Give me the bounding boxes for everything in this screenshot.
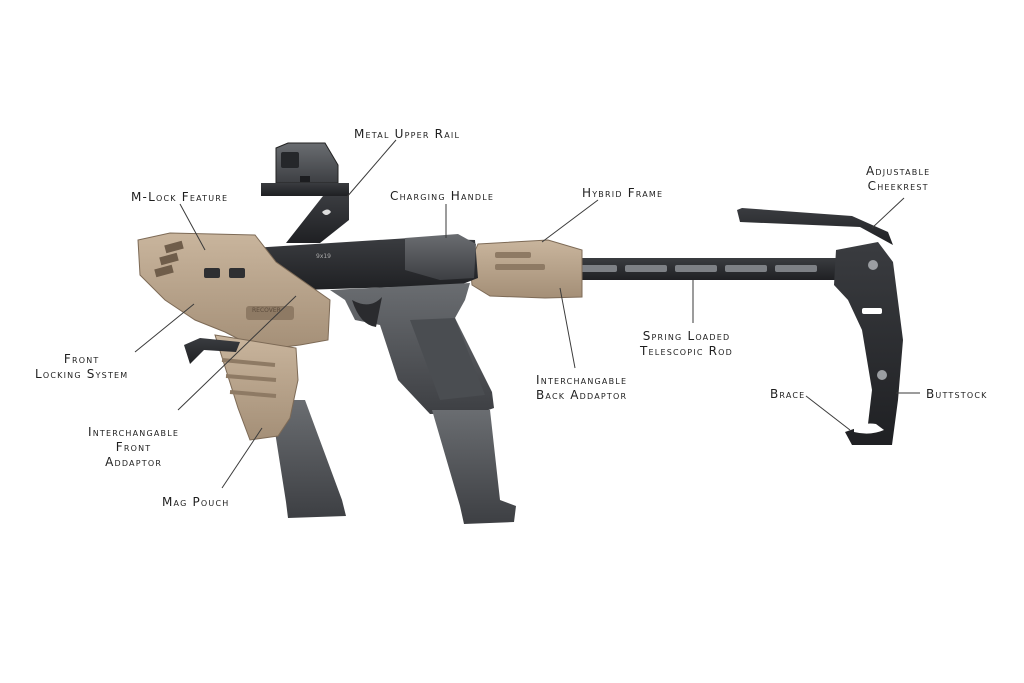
pistol-magazine — [432, 410, 516, 524]
caliber-marking: 9x19 — [316, 253, 332, 260]
label-m-lock-feature: M-Lock Feature — [131, 190, 229, 204]
mag-pouch — [214, 334, 299, 441]
label-line: Adjustable — [866, 164, 931, 178]
label-line: Interchangable — [536, 373, 628, 387]
label-line: Addaptor — [105, 455, 163, 469]
label-line: Cheekrest — [867, 179, 929, 193]
leader-lines — [134, 139, 920, 489]
label-adjustable-cheekrest: Adjustable Cheekrest — [866, 164, 930, 194]
label-line: Telescopic Rod — [640, 344, 734, 358]
label-mag-pouch: Mag Pouch — [162, 495, 230, 509]
label-metal-upper-rail: Metal Upper Rail — [354, 127, 461, 141]
back-adaptor — [469, 239, 583, 299]
red-dot-sight — [261, 142, 349, 196]
pistol-grip — [330, 283, 494, 414]
label-line: Front — [63, 352, 100, 366]
front-adaptor — [137, 232, 331, 351]
label-buttstock: Buttstock — [926, 387, 988, 401]
label-charging-handle: Charging Handle — [390, 189, 495, 203]
label-interchangable-front: Interchangable Front Addaptor — [88, 425, 179, 470]
label-hybrid-frame: Hybrid Frame — [582, 186, 664, 200]
label-line: Spring Loaded — [642, 329, 731, 343]
front-trigger-guard — [184, 338, 240, 364]
label-interchangable-back: Interchangable Back Addaptor — [536, 373, 627, 403]
label-front-locking-system: Front Locking System — [35, 352, 128, 382]
telescopic-rod — [553, 258, 845, 280]
metal-upper-rail-mount — [286, 196, 349, 243]
spare-magazine — [270, 400, 346, 518]
buttstock — [737, 208, 903, 445]
label-line: Back Addaptor — [536, 388, 628, 402]
label-line: Front — [115, 440, 152, 454]
label-spring-loaded-rod: Spring Loaded Telescopic Rod — [640, 329, 733, 359]
charging-handle — [405, 234, 476, 280]
label-brace: Brace — [770, 387, 806, 401]
label-line: Locking System — [35, 367, 129, 381]
label-line: Interchangable — [88, 425, 180, 439]
brand-marking: RECOVER — [252, 307, 281, 314]
